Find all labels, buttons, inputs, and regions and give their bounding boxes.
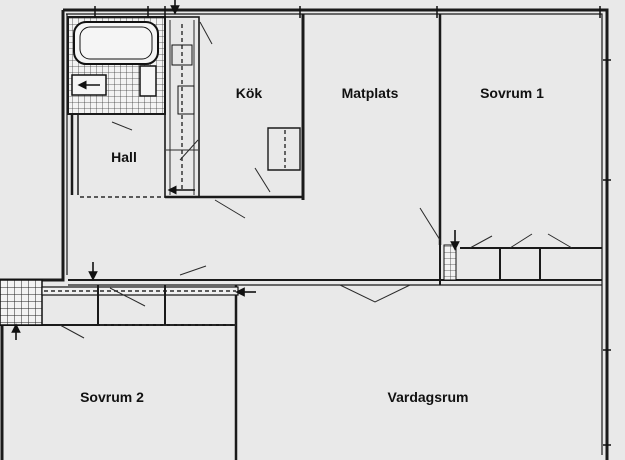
- entry-arrow-icon: [11, 0, 460, 340]
- room-label-sovrum1: Sovrum 1: [480, 85, 544, 101]
- bathtub-icon: [73, 21, 159, 65]
- room-label-hall: Hall: [111, 149, 137, 165]
- room-label-matplats: Matplats: [341, 85, 399, 101]
- room-label-sovrum2: Sovrum 2: [80, 389, 144, 405]
- door-swing-icon: [59, 21, 573, 339]
- room-label-vardagsrum: Vardagsrum: [387, 389, 469, 405]
- wall-ticks: [94, 6, 611, 446]
- room-label-kok: Kök: [235, 85, 263, 101]
- bathroom: [67, 16, 166, 115]
- interior-walls: [0, 14, 602, 460]
- kitchen-counter: [164, 16, 200, 198]
